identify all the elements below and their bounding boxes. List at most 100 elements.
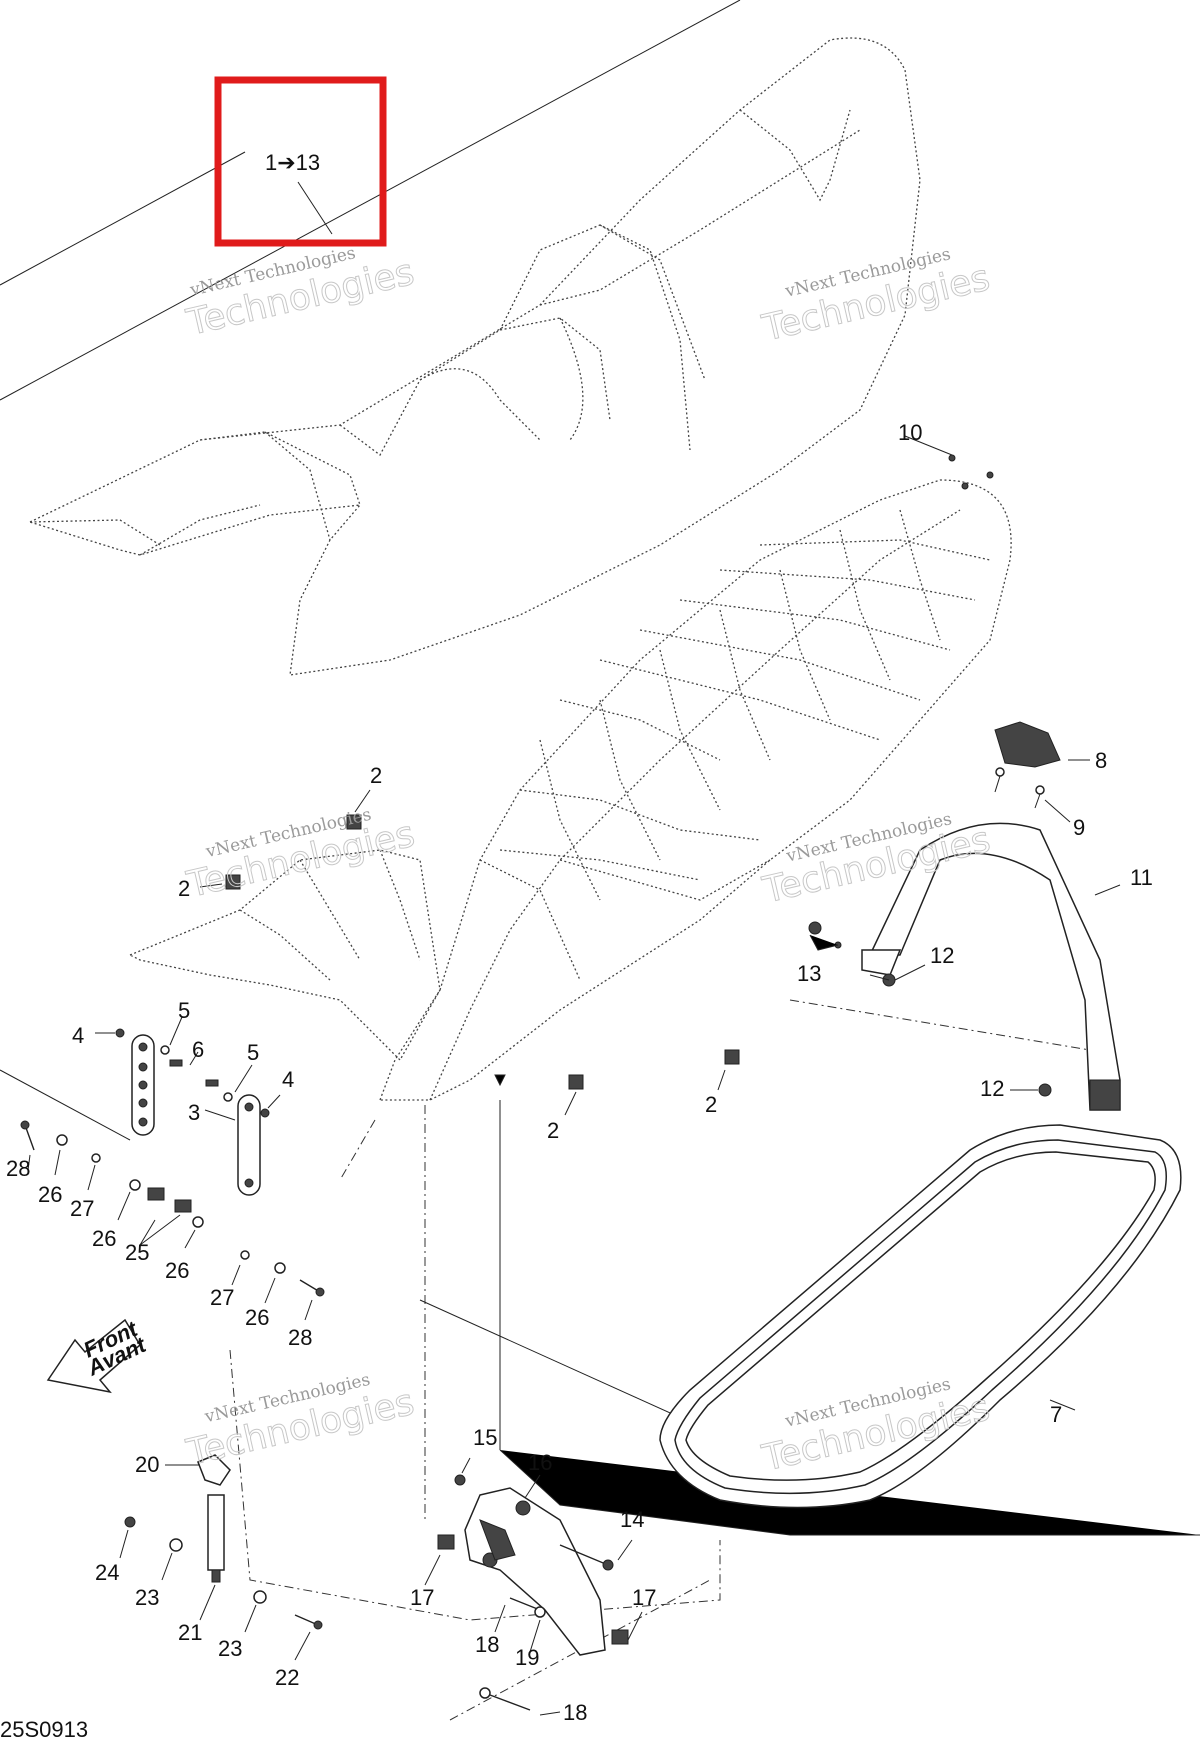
callout-14: 14 — [620, 1507, 644, 1532]
seat-cushion — [28, 37, 921, 676]
seat-base-frame — [128, 479, 1012, 1101]
callout-27-lower: 27 — [210, 1285, 234, 1310]
callout-28-lower: 28 — [288, 1325, 312, 1350]
arrowhead — [494, 1074, 506, 1087]
leader-line — [494, 1604, 506, 1633]
callout-24: 24 — [95, 1560, 119, 1585]
callout-12-lower: 12 — [980, 1076, 1004, 1101]
leader-line — [627, 1611, 643, 1641]
strap-part-11 — [861, 822, 1121, 1111]
bolt-part-12 — [869, 973, 896, 987]
callout-2-left: 2 — [178, 876, 190, 901]
leader-line — [199, 1584, 216, 1621]
callout-10: 10 — [898, 420, 922, 445]
assembly-line — [789, 999, 1101, 1101]
leader-line — [304, 1299, 313, 1321]
callout-17-right: 17 — [632, 1585, 656, 1610]
range-callout: 1➔13 — [265, 150, 320, 175]
spacer-part-17 — [437, 1534, 629, 1645]
nut-part-2-top — [346, 789, 371, 830]
nut-part-2-bottom — [564, 1074, 584, 1116]
nut-part-2-left — [199, 874, 241, 890]
watermark-1: vNext Technologies Technologies — [182, 243, 419, 344]
leader-line — [294, 1631, 311, 1661]
leader-line — [244, 1604, 257, 1633]
callout-17-left: 17 — [410, 1585, 434, 1610]
front-direction-arrow: Front Avant — [46, 1315, 151, 1394]
callout-5-right: 5 — [247, 1040, 259, 1065]
callout-27-left: 27 — [70, 1196, 94, 1221]
callout-25: 25 — [125, 1240, 149, 1265]
leader-line — [539, 1711, 561, 1716]
callout-2-right: 2 — [705, 1092, 717, 1117]
leader-line — [617, 1539, 633, 1561]
leader-line — [524, 1474, 541, 1499]
leader-line — [894, 964, 926, 981]
leader-line — [54, 1149, 61, 1176]
callout-23-lower: 23 — [218, 1636, 242, 1661]
callout-15: 15 — [473, 1425, 497, 1450]
link-part-3-left — [131, 1034, 155, 1136]
leader-line — [189, 1051, 199, 1066]
callout-22: 22 — [275, 1665, 299, 1690]
nut-part-10 — [904, 435, 994, 490]
washer-part-5 — [160, 1045, 233, 1102]
callout-21: 21 — [178, 1620, 202, 1645]
callout-6: 6 — [192, 1037, 204, 1062]
callout-12: 12 — [930, 943, 954, 968]
callout-11: 11 — [1130, 865, 1153, 890]
highlight-box — [214, 76, 387, 247]
leader-line — [231, 1264, 241, 1286]
callout-23-upper: 23 — [135, 1585, 159, 1610]
callout-5-left: 5 — [178, 998, 190, 1023]
nut-part-2-right — [717, 1049, 740, 1091]
callout-19: 19 — [515, 1645, 539, 1670]
bolt-part-18-19 — [479, 1597, 546, 1711]
leader-line — [809, 934, 839, 951]
callout-4-right: 4 — [282, 1067, 294, 1092]
watermark-3: vNext Technologies Technologies — [182, 805, 419, 907]
assembly-line — [229, 1349, 721, 1621]
leader-line — [1049, 1399, 1076, 1411]
leader-line — [27, 1154, 31, 1171]
leader-line — [461, 1457, 471, 1474]
callout-4-left: 4 — [72, 1023, 84, 1048]
leader-line — [529, 1619, 541, 1653]
nut-part-15 — [454, 1474, 466, 1486]
bolt-part-12-lower — [1038, 1083, 1052, 1097]
leader-line — [267, 1094, 281, 1109]
gas-strut-part-21 — [197, 1454, 231, 1583]
bushing-parts-25-26 — [129, 1179, 204, 1228]
leader-line — [234, 1064, 253, 1093]
latch-part-8 — [994, 721, 1061, 809]
bolt-stack-lower — [240, 1250, 325, 1297]
callout-3: 3 — [188, 1100, 200, 1125]
callout-18-lower: 18 — [563, 1700, 587, 1725]
callout-26-bushing: 26 — [92, 1226, 116, 1251]
callout-13: 13 — [797, 961, 821, 986]
background-diagonal-line — [0, 1069, 131, 1141]
seal-gasket-part-7 — [659, 1124, 1182, 1509]
leader-line — [1044, 799, 1071, 823]
callout-26-lower: 26 — [245, 1305, 269, 1330]
callout-26-right: 26 — [165, 1258, 189, 1283]
leader-line — [297, 181, 333, 235]
callout-7: 7 — [1050, 1402, 1062, 1427]
bolt-part-6 — [169, 1059, 219, 1087]
assembly-line — [339, 1119, 376, 1181]
leader-line — [1094, 884, 1121, 896]
callout-8: 8 — [1095, 748, 1107, 773]
callout-16: 16 — [528, 1450, 552, 1475]
watermark-2: vNext Technologies Technologies — [758, 244, 995, 350]
callout-2-bottom: 2 — [547, 1118, 559, 1143]
callout-26-left: 26 — [38, 1182, 62, 1207]
leader-line — [139, 1214, 181, 1246]
background-diagonal-line — [0, 151, 246, 286]
callout-20: 20 — [135, 1452, 159, 1477]
callout-18-upper: 18 — [475, 1632, 499, 1657]
leader-line — [169, 1016, 183, 1046]
fastener-parts-22-24 — [124, 1516, 323, 1630]
background-diagonal-line — [0, 0, 741, 401]
leader-line — [87, 1164, 96, 1191]
